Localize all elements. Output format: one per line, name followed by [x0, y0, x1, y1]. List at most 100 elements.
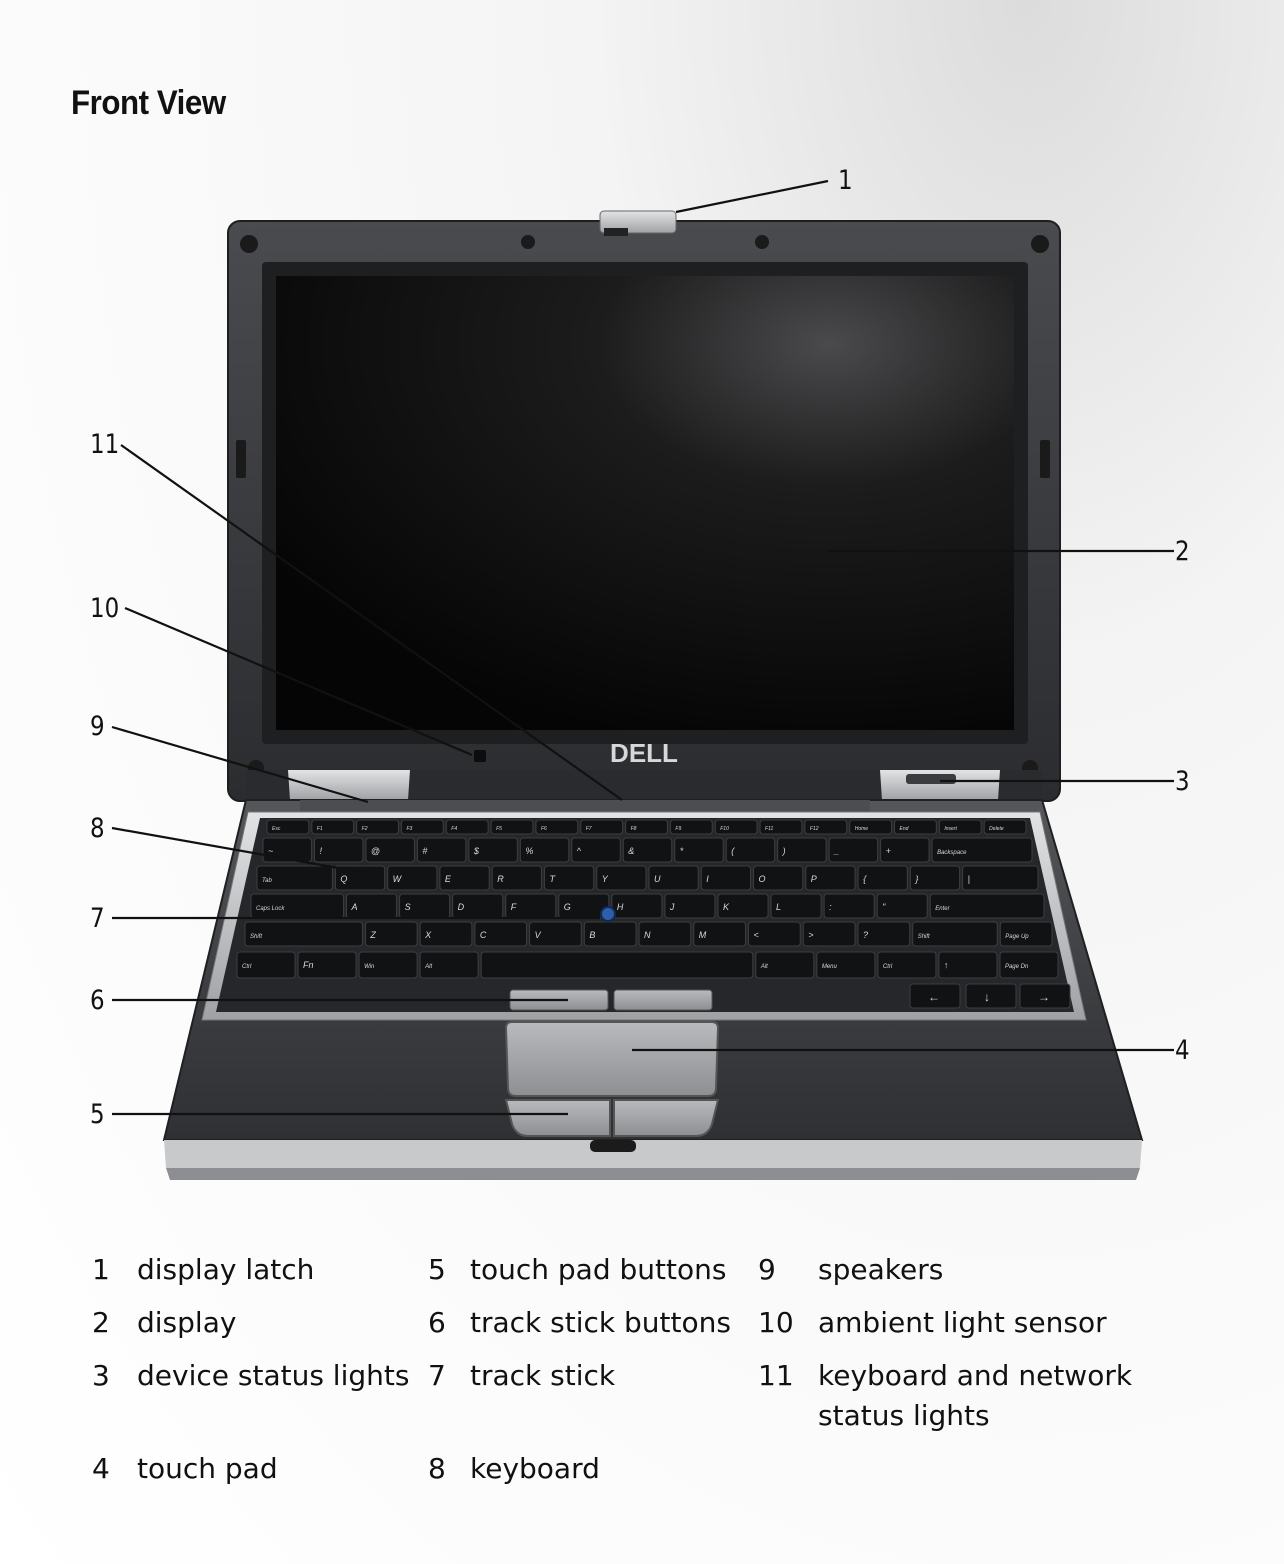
key-label: Enter: [935, 906, 950, 912]
legend-text: touch pad buttons: [470, 1253, 727, 1286]
key: [535, 819, 579, 835]
key-label: D: [458, 902, 465, 912]
legend-number: 2: [92, 1306, 110, 1339]
key-label: _: [833, 846, 839, 856]
callout-6: 6: [90, 985, 105, 1016]
key-label: |: [968, 874, 970, 884]
key: [439, 865, 490, 891]
key-label: F1: [317, 826, 323, 832]
key-label: Page Dn: [1005, 964, 1029, 970]
key-label: Page Up: [1005, 934, 1029, 940]
key: [700, 865, 752, 891]
key: [770, 893, 822, 919]
arrow-key: [965, 983, 1017, 1009]
key-label: ↑: [944, 960, 949, 970]
key-label: Esc: [272, 826, 281, 832]
key: [480, 951, 754, 979]
key-label: Z: [369, 930, 376, 940]
key-label: Home: [855, 826, 869, 832]
key-label: X: [424, 930, 432, 940]
key: [387, 865, 438, 891]
legend-number: 1: [92, 1253, 110, 1286]
touch-pad-buttons: [504, 1099, 720, 1137]
callout-11: 11: [90, 429, 120, 460]
arrow-key-label: →: [1038, 990, 1050, 1004]
key: [880, 837, 930, 863]
key: [804, 819, 848, 835]
legend-number: 8: [428, 1452, 446, 1485]
key: [938, 951, 998, 979]
key-label: F6: [541, 826, 547, 832]
key: [419, 951, 479, 979]
legend-number: 6: [428, 1306, 446, 1339]
key-label: Insert: [944, 826, 957, 832]
display-latch: [599, 210, 677, 236]
key: [857, 921, 911, 947]
key-label: Ctrl: [883, 964, 893, 970]
key: [356, 819, 399, 835]
arrow-key: [909, 983, 961, 1009]
key: [625, 819, 668, 835]
key-label: F10: [720, 826, 729, 832]
key: [622, 837, 673, 863]
key: [611, 893, 663, 919]
legend-number: 7: [428, 1359, 446, 1392]
key-label: $: [473, 846, 480, 856]
key: [912, 921, 998, 947]
key-label: >: [808, 930, 813, 940]
display-screen: [276, 276, 1014, 730]
leader-lines: [111, 179, 1174, 1116]
callout-8: 8: [90, 813, 105, 844]
key: [929, 893, 1045, 919]
key: [669, 819, 713, 835]
page-title: Front View: [71, 84, 226, 122]
key-label: ): [782, 846, 786, 856]
key: [674, 837, 724, 863]
key: [931, 837, 1033, 863]
legend-number: 4: [92, 1452, 110, 1485]
key-label: (: [731, 846, 735, 856]
key: [491, 865, 542, 891]
key-label: M: [699, 930, 707, 940]
dell-logo: DELL: [610, 738, 678, 768]
key-label: Tab: [262, 878, 272, 884]
key: [717, 893, 769, 919]
key: [416, 837, 467, 863]
key: [474, 921, 528, 947]
legend-text: track stick buttons: [470, 1306, 731, 1339]
key: [583, 921, 637, 947]
ambient-light-sensor: [474, 750, 486, 762]
key-label: V: [535, 930, 542, 940]
legend-number: 3: [92, 1359, 110, 1392]
key-label: Backspace: [937, 850, 967, 856]
key-label: T: [549, 874, 556, 884]
key-label: Win: [364, 964, 375, 970]
key-label: F3: [406, 826, 412, 832]
key-label: L: [776, 902, 781, 912]
key-label: <: [754, 930, 759, 940]
key-label: %: [525, 846, 533, 856]
touch-pad: [504, 1021, 720, 1097]
key-label: +: [886, 846, 891, 856]
callout-1: 1: [838, 165, 853, 196]
key-label: *: [680, 846, 684, 856]
key-label: :: [829, 902, 832, 912]
key: [909, 865, 961, 891]
key: [580, 819, 624, 835]
key-label: J: [669, 902, 675, 912]
key-label: &: [628, 846, 634, 856]
key: [777, 837, 827, 863]
legend-text: keyboard: [470, 1452, 600, 1485]
key: [755, 951, 815, 979]
arrow-key: [1019, 983, 1071, 1009]
key: [543, 865, 595, 891]
key-label: F4: [451, 826, 457, 832]
key: [364, 921, 418, 947]
key: [571, 837, 621, 863]
legend-number: 9: [758, 1253, 776, 1286]
key: [313, 837, 364, 863]
legend-text: track stick: [470, 1359, 616, 1392]
legend-text: keyboard and network status lights: [818, 1359, 1133, 1432]
